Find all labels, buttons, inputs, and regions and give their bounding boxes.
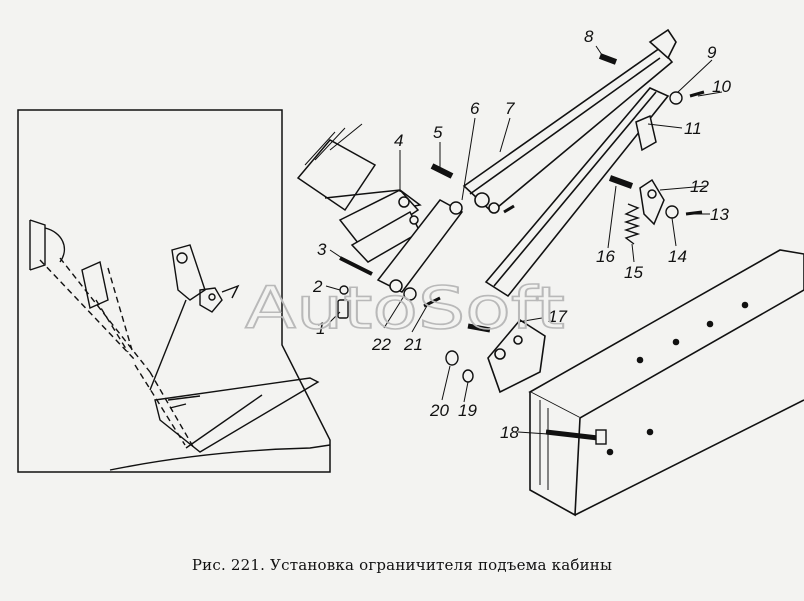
callout-18: 18: [500, 423, 519, 442]
callout-3: 3: [317, 240, 327, 259]
washer-14-icon: [665, 205, 679, 219]
pin-3-icon: [339, 256, 373, 276]
callout-22: 22: [371, 335, 391, 354]
callout-13: 13: [710, 205, 729, 224]
callout-19: 19: [458, 401, 477, 420]
callout-11: 11: [684, 119, 702, 138]
pin-16-icon: [608, 175, 634, 189]
callout-15: 15: [624, 263, 643, 282]
callout-6: 6: [470, 99, 480, 118]
strut-part-17: [484, 87, 670, 394]
latch-part-11-12: [635, 114, 665, 226]
callout-9: 9: [707, 43, 717, 62]
nut-19-icon: [462, 369, 474, 383]
callout-10: 10: [712, 77, 731, 96]
cotter-21-icon: [423, 296, 441, 308]
callout-16: 16: [596, 247, 615, 266]
frame-rail: [528, 249, 804, 517]
fasteners: [337, 53, 705, 445]
callout-1: 1: [316, 319, 325, 338]
callout-20: 20: [429, 401, 449, 420]
figure-caption: Рис. 221. Установка ограничителя подъема…: [191, 556, 613, 574]
callout-17: 17: [548, 307, 567, 326]
pin-5-icon: [430, 163, 454, 179]
cotter-13-icon: [685, 210, 703, 216]
watermark: AutoSoft: [245, 274, 565, 342]
link-part-6: [376, 199, 464, 293]
bolt-8-icon: [598, 53, 618, 65]
callout-5: 5: [433, 123, 443, 142]
callout-2: 2: [312, 277, 323, 296]
bolt-18-icon: [545, 429, 599, 441]
washer-9-icon: [669, 91, 683, 105]
callout-8: 8: [584, 27, 594, 46]
washer-20-icon: [445, 350, 459, 366]
arm-part-7: [462, 28, 677, 214]
washer-22-icon: [403, 287, 417, 301]
pin-17-icon: [467, 323, 491, 333]
leader-lines: [325, 45, 723, 435]
callout-14: 14: [668, 247, 687, 266]
bolt-head-18-icon: [595, 429, 607, 445]
cotter-10-icon: [689, 90, 705, 98]
callout-4: 4: [394, 131, 403, 150]
inset-scheme: [17, 109, 331, 473]
spring-part-15: [623, 203, 641, 245]
cotter-7-icon: [503, 204, 515, 214]
callout-labels: 1 2 3 4 5 6 7 8 9 10 11 12 13 14 15 16 1…: [312, 27, 731, 442]
callout-7: 7: [505, 99, 515, 118]
bolt-1-icon: [337, 299, 349, 319]
callout-21: 21: [403, 335, 423, 354]
callout-12: 12: [690, 177, 709, 196]
